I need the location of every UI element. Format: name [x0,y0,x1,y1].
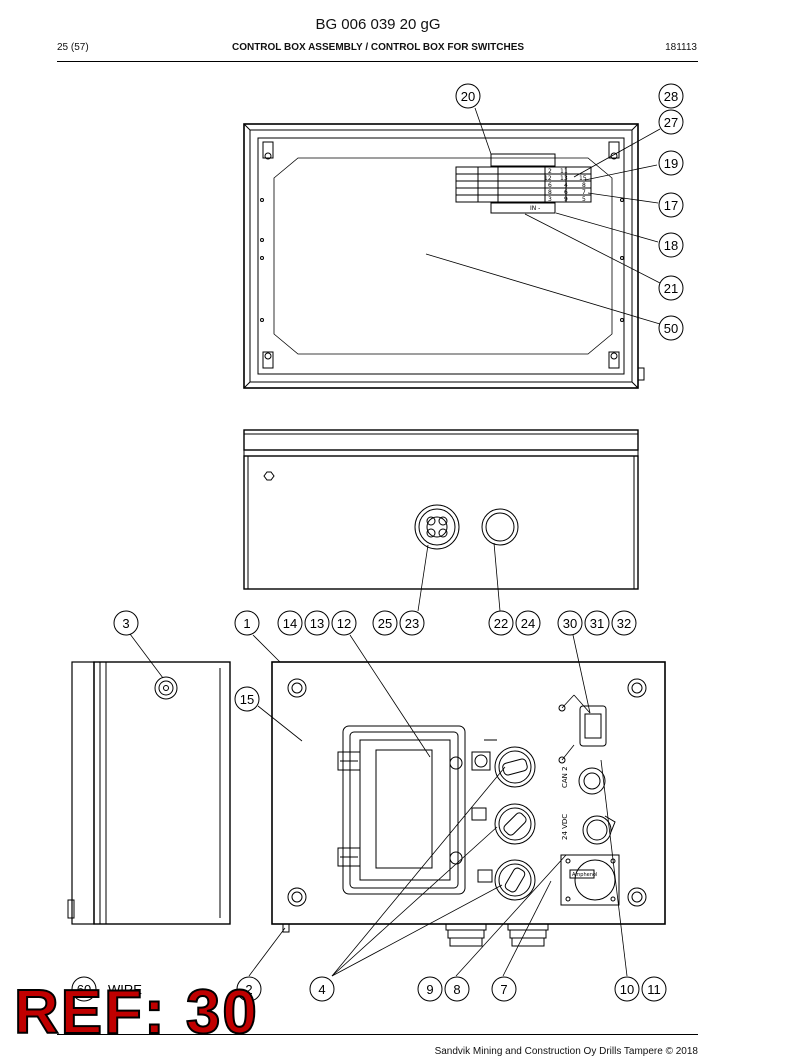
callout-14: 14 [277,610,303,636]
callout-32: 32 [611,610,637,636]
svg-text:9: 9 [564,196,568,203]
svg-text:9: 9 [426,982,433,997]
can-label: CAN 2 [561,766,569,788]
svg-text:IN -: IN - [530,205,540,212]
ref-stamp: REF: 30 [13,978,259,1047]
callout-10: 10 [614,976,640,1002]
svg-text:27: 27 [664,115,678,130]
callout-25: 25 [372,610,398,636]
page-title: CONTROL BOX ASSEMBLY / CONTROL BOX FOR S… [231,42,525,53]
header-rule [57,61,698,62]
svg-text:3: 3 [122,616,129,631]
svg-text:21: 21 [664,281,678,296]
svg-text:2: 2 [548,168,552,175]
callout-8: 8 [444,976,470,1002]
callout-1: 1 [234,610,260,636]
wire-label: WIRE [108,982,142,997]
svg-text:32: 32 [617,616,631,631]
callout-60: 60 [71,976,97,1002]
svg-text:1: 1 [243,616,250,631]
callout-30: 30 [557,610,583,636]
svg-text:7: 7 [582,189,586,196]
svg-text:11: 11 [560,168,568,175]
svg-text:8: 8 [582,182,586,189]
callout-13: 13 [304,610,330,636]
svg-text:17: 17 [664,198,678,213]
lid-interior-view [243,123,645,389]
svg-text:3: 3 [548,196,552,203]
svg-text:5: 5 [582,196,586,203]
svg-text:60: 60 [77,982,91,997]
callout-15: 15 [234,686,260,712]
brand-label: Amphenol [572,872,597,878]
svg-text:22: 22 [494,616,508,631]
svg-text:11: 11 [647,982,661,997]
callout-9: 9 [417,976,443,1002]
svg-text:19: 19 [664,156,678,171]
svg-text:23: 23 [405,616,419,631]
svg-text:25: 25 [378,616,392,631]
callout-21: 21 [658,275,684,301]
callout-4: 4 [309,976,335,1002]
leader-lines [129,107,661,977]
date-code: 181113 [665,42,697,53]
svg-text:15: 15 [240,692,254,707]
svg-text:13: 13 [560,175,568,182]
svg-text:7: 7 [500,982,507,997]
svg-text:4: 4 [318,982,325,997]
callout-7: 7 [491,976,517,1002]
page-number: 25 (57) [57,42,89,53]
svg-text:30: 30 [563,616,577,631]
svg-text:20: 20 [461,89,475,104]
svg-text:15: 15 [579,175,587,182]
callout-bubbles: 20 28 27 19 17 18 21 50 3 1 14 13 12 25 … [71,83,684,1002]
callout-20: 20 [455,83,481,109]
callout-12: 12 [331,610,357,636]
callout-18: 18 [658,232,684,258]
callout-27: 27 [658,109,684,135]
left-side-view [67,661,231,925]
svg-text:18: 18 [664,238,678,253]
front-view [271,661,666,947]
callout-28: 28 [658,83,684,109]
callout-2: 2 [236,976,262,1002]
svg-text:24: 24 [521,616,535,631]
callout-11: 11 [641,976,667,1002]
document-code: BG 006 039 20 gG [315,16,441,33]
callout-3: 3 [113,610,139,636]
callout-22: 22 [488,610,514,636]
svg-text:8: 8 [453,982,460,997]
svg-text:6: 6 [564,189,568,196]
svg-text:28: 28 [664,89,678,104]
callout-23: 23 [399,610,425,636]
svg-text:14: 14 [283,616,297,631]
svg-text:50: 50 [664,321,678,336]
svg-text:12: 12 [544,175,552,182]
svg-text:12: 12 [337,616,351,631]
callout-19: 19 [658,150,684,176]
footer-rule [57,1034,698,1035]
svg-text:6: 6 [548,182,552,189]
callout-50: 50 [658,315,684,341]
svg-text:4: 4 [564,182,568,189]
copyright-footer: Sandvik Mining and Construction Oy Drill… [434,1046,698,1057]
svg-text:31: 31 [590,616,604,631]
callout-31: 31 [584,610,610,636]
callout-24: 24 [515,610,541,636]
svg-text:13: 13 [310,616,324,631]
svg-text:2: 2 [245,982,252,997]
side-view [243,429,639,590]
svg-text:8: 8 [548,189,552,196]
svg-text:10: 10 [620,982,634,997]
voltage-label: 24 VDC [561,814,569,840]
callout-17: 17 [658,192,684,218]
